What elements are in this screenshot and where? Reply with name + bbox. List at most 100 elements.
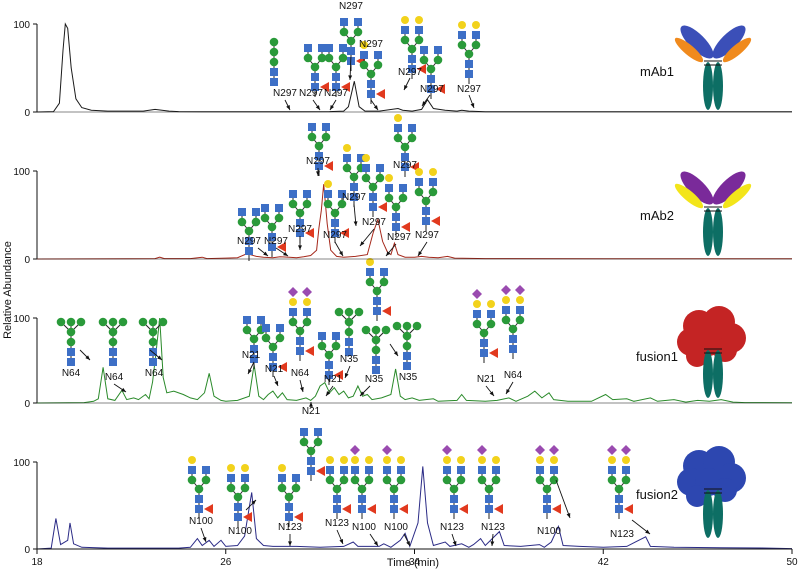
glcnac-square xyxy=(325,371,333,379)
mannose-circle xyxy=(614,484,624,494)
fucose-triangle xyxy=(243,512,252,522)
glcnac-square xyxy=(331,229,339,237)
site-label: N297 xyxy=(387,232,411,243)
glcnac-square xyxy=(234,513,242,521)
arrow-head xyxy=(288,541,292,546)
mannose-circle xyxy=(291,483,301,493)
galactose-circle xyxy=(401,16,409,24)
glcnac-square xyxy=(373,297,381,305)
galactose-circle xyxy=(443,456,451,464)
glcnac-square xyxy=(487,310,495,318)
glcnac-square xyxy=(325,361,333,369)
glcnac-square xyxy=(340,18,348,26)
mannose-circle xyxy=(402,341,412,351)
glcnac-square xyxy=(322,123,330,131)
glycan-structure xyxy=(382,445,408,519)
arrow-head xyxy=(286,105,290,110)
site-label: N21 xyxy=(265,364,284,375)
glcnac-square xyxy=(241,474,249,482)
glcnac-square xyxy=(373,307,381,315)
mannose-circle xyxy=(457,40,467,50)
mannose-circle xyxy=(314,141,324,151)
mannose-circle xyxy=(400,35,410,45)
site-label: N297 xyxy=(393,160,417,171)
site-label: N64 xyxy=(504,370,523,381)
glcnac-square xyxy=(276,324,284,332)
galactose-circle xyxy=(516,296,524,304)
glcnac-square xyxy=(358,505,366,513)
mannose-circle xyxy=(269,57,279,67)
glcnac-square xyxy=(401,153,409,161)
site-label: N64 xyxy=(62,368,81,379)
sialic-acid-diamond xyxy=(382,445,392,455)
glcnac-square xyxy=(350,183,358,191)
glycan-structure xyxy=(56,317,86,366)
galactose-circle xyxy=(289,298,297,306)
site-label: N297 xyxy=(398,67,422,78)
glcnac-square xyxy=(338,190,346,198)
galactose-circle xyxy=(278,464,286,472)
site-label: N297 xyxy=(323,230,347,241)
glcnac-square xyxy=(380,268,388,276)
galactose-circle xyxy=(458,21,466,29)
site-label: N297 xyxy=(264,236,288,247)
glcnac-square xyxy=(324,190,332,198)
site-label: N123 xyxy=(278,522,302,533)
mannose-circle xyxy=(226,483,236,493)
glcnac-square xyxy=(300,428,308,436)
arrow-head xyxy=(506,389,511,394)
glcnac-square xyxy=(392,213,400,221)
glycan-structure xyxy=(400,16,426,79)
glcnac-square xyxy=(303,308,311,316)
site-label: N21 xyxy=(242,350,261,361)
glcnac-square xyxy=(472,31,480,39)
mannose-circle xyxy=(484,484,494,494)
site-label: N64 xyxy=(145,368,164,379)
mannose-circle xyxy=(428,187,438,197)
glcnac-square xyxy=(347,47,355,55)
heavy-chain-arm xyxy=(680,25,714,59)
arrow-head xyxy=(326,391,331,396)
glycan-structure xyxy=(457,21,481,84)
mannose-circle xyxy=(365,277,375,287)
mannose-circle xyxy=(249,334,259,344)
glcnac-square xyxy=(615,505,623,513)
mannose-circle xyxy=(371,345,381,355)
fc-domain xyxy=(703,208,713,256)
glcnac-square xyxy=(360,51,368,59)
glycan-structure xyxy=(419,46,445,99)
mannose-circle xyxy=(501,315,511,325)
glcnac-square xyxy=(269,353,277,361)
site-label: N123 xyxy=(610,529,634,540)
glcnac-square xyxy=(149,358,157,366)
galactose-circle xyxy=(351,456,359,464)
mannose-circle xyxy=(233,492,243,502)
arrow-head xyxy=(566,513,571,518)
glcnac-square xyxy=(550,466,558,474)
glcnac-square xyxy=(227,474,235,482)
glcnac-square xyxy=(408,124,416,132)
glcnac-square xyxy=(234,503,242,511)
fucose-triangle xyxy=(417,64,426,74)
fucose-triangle xyxy=(278,362,287,372)
fucose-triangle xyxy=(305,346,314,356)
site-label: N100 xyxy=(537,526,561,537)
glcnac-square xyxy=(275,204,283,212)
panel-label: fusion1 xyxy=(636,349,678,364)
fucose-triangle xyxy=(552,504,561,514)
mannose-circle xyxy=(268,342,278,352)
mannose-circle xyxy=(148,317,158,327)
glcnac-square xyxy=(365,466,373,474)
mannose-circle xyxy=(396,475,406,485)
mannose-circle xyxy=(366,69,376,79)
fucose-triangle xyxy=(436,84,445,94)
glycan-structure xyxy=(477,445,503,519)
mannose-circle xyxy=(349,172,359,182)
mannose-circle xyxy=(334,307,344,317)
galactose-circle xyxy=(472,21,480,29)
glcnac-square xyxy=(362,164,370,172)
glcnac-square xyxy=(415,178,423,186)
mannose-circle xyxy=(295,326,305,336)
mannose-circle xyxy=(338,53,348,63)
